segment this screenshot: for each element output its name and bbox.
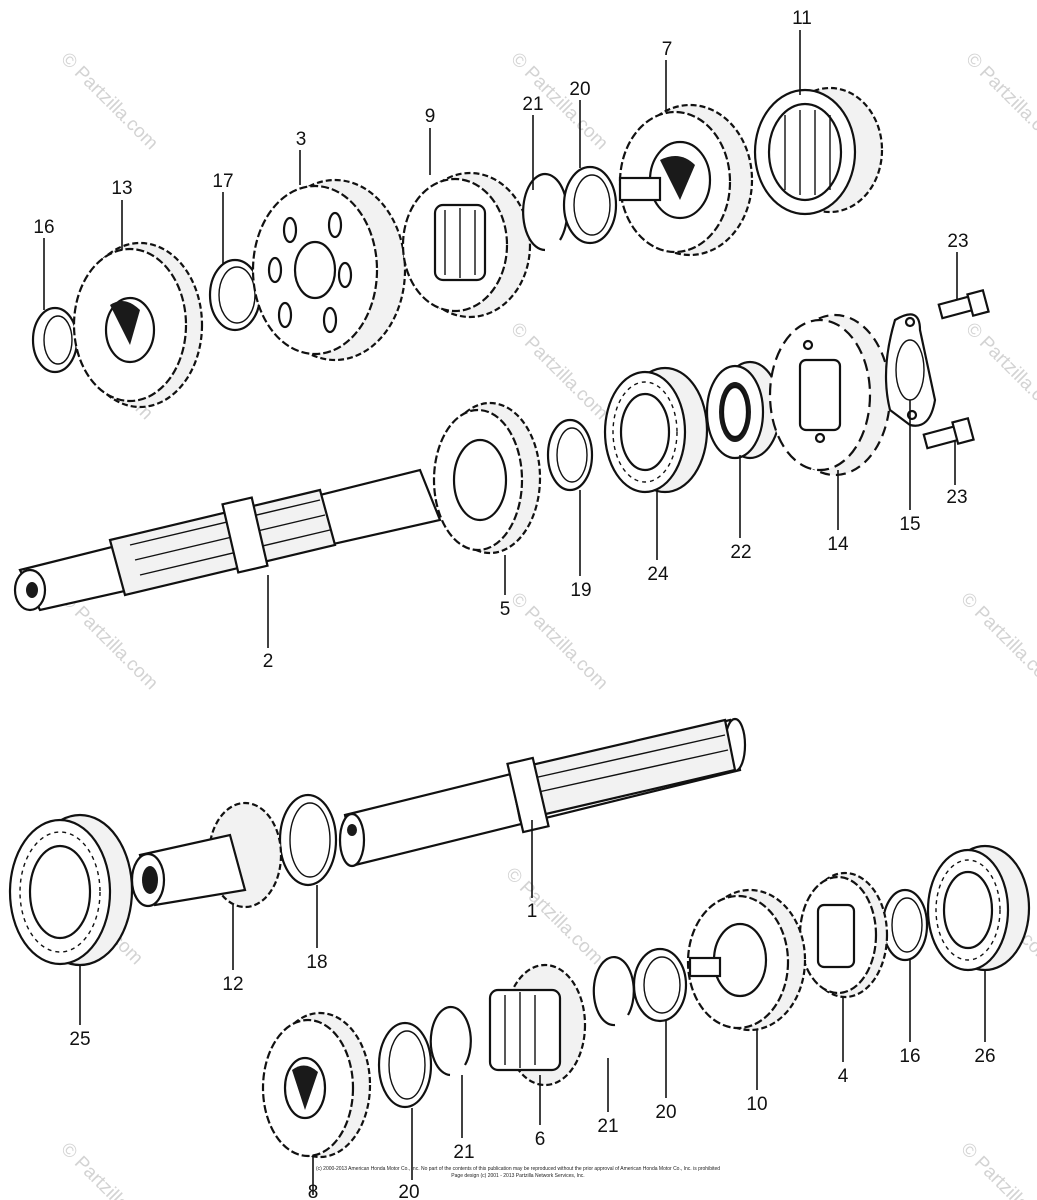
gear-4 bbox=[798, 871, 889, 999]
callout-label: 24 bbox=[647, 564, 669, 585]
callout-labels: 11 7 20 21 9 3 17 13 16 23 23 15 14 22 2… bbox=[33, 8, 995, 1200]
thrust-washer-18 bbox=[278, 793, 338, 887]
drive-sprocket-14 bbox=[768, 313, 892, 477]
callout-label: 17 bbox=[212, 171, 233, 192]
circlip-21-top bbox=[522, 172, 569, 252]
splined-washer-20-top bbox=[562, 165, 618, 245]
gear-10 bbox=[686, 888, 807, 1032]
callout-label: 23 bbox=[947, 231, 968, 252]
callout-label: 6 bbox=[535, 1129, 546, 1150]
bolt-23-lower bbox=[922, 416, 975, 450]
callout-label: 26 bbox=[974, 1046, 995, 1067]
callout-label: 22 bbox=[730, 542, 751, 563]
watermark: © Partzilla.com bbox=[961, 319, 1037, 424]
callout-label: 21 bbox=[597, 1116, 618, 1137]
callout-label: 14 bbox=[827, 534, 849, 555]
gear-13 bbox=[72, 241, 204, 409]
callout-label: 20 bbox=[398, 1182, 419, 1200]
watermark: © Partzilla.com bbox=[56, 49, 161, 154]
watermark: © Partzilla.com bbox=[956, 589, 1037, 694]
thrust-washer-16-bottom bbox=[881, 888, 929, 962]
splined-washer-20-bottom bbox=[377, 1021, 433, 1109]
copyright-notice: (c) 2000-2013 American Honda Motor Co., … bbox=[316, 1166, 720, 1179]
callout-label: 11 bbox=[792, 8, 812, 29]
callout-label: 19 bbox=[570, 580, 591, 601]
callout-label: 13 bbox=[111, 178, 132, 199]
gear-3 bbox=[251, 178, 407, 362]
bolt-23-upper bbox=[937, 288, 990, 320]
gear-5 bbox=[432, 401, 542, 555]
leader-lines bbox=[43, 30, 986, 1195]
callout-label: 25 bbox=[69, 1029, 90, 1050]
callout-label: 21 bbox=[522, 94, 543, 115]
callout-label: 5 bbox=[500, 599, 511, 620]
bearing-24 bbox=[603, 366, 709, 494]
callout-label: 3 bbox=[296, 129, 307, 150]
callout-label: 2 bbox=[263, 651, 274, 672]
callout-label: 16 bbox=[899, 1046, 920, 1067]
gear-6 bbox=[488, 963, 587, 1087]
callout-label: 21 bbox=[453, 1142, 474, 1163]
callout-label: 23 bbox=[946, 487, 967, 508]
washer-19 bbox=[546, 418, 594, 492]
callout-label: 4 bbox=[838, 1066, 849, 1087]
gear-11 bbox=[753, 86, 884, 216]
callout-label: 9 bbox=[425, 106, 436, 127]
gear-12 bbox=[130, 801, 283, 909]
callout-label: 7 bbox=[662, 39, 673, 60]
splined-washer-20-mid bbox=[632, 947, 688, 1023]
watermark: © Partzilla.com bbox=[501, 864, 606, 969]
thrust-washer-16-top bbox=[31, 306, 79, 374]
shaft-2 bbox=[13, 468, 442, 612]
gear-7 bbox=[618, 103, 754, 257]
circlip-21-bottom bbox=[429, 1005, 472, 1077]
gear-9 bbox=[401, 171, 532, 319]
gear-8 bbox=[261, 1011, 372, 1159]
watermark: © Partzilla.com bbox=[506, 589, 611, 694]
thrust-washer-17 bbox=[208, 258, 262, 332]
main-shaft-1 bbox=[338, 717, 747, 868]
countershaft-assembly bbox=[13, 86, 990, 612]
callout-label: 20 bbox=[569, 79, 590, 100]
watermark: © Partzilla.com bbox=[956, 1139, 1037, 1200]
watermark: © Partzilla.com bbox=[506, 319, 611, 424]
bearing-25 bbox=[8, 813, 134, 967]
mainshaft-assembly bbox=[8, 717, 1031, 1159]
copyright-line-1: (c) 2000-2013 American Honda Motor Co., … bbox=[316, 1166, 720, 1172]
watermark: © Partzilla.com bbox=[961, 49, 1037, 154]
copyright-line-2: Page design (c) 2001 - 2013 Partzilla Ne… bbox=[451, 1173, 584, 1179]
callout-label: 1 bbox=[527, 901, 538, 922]
callout-label: 15 bbox=[899, 514, 920, 535]
callout-label: 12 bbox=[222, 974, 243, 995]
callout-label: 10 bbox=[746, 1094, 767, 1115]
callout-label: 8 bbox=[308, 1182, 319, 1200]
circlip-21-mid bbox=[592, 956, 635, 1027]
watermark: © Partzilla.com bbox=[56, 589, 161, 694]
callout-label: 20 bbox=[655, 1102, 676, 1123]
callout-label: 16 bbox=[33, 217, 54, 238]
bearing-26 bbox=[926, 844, 1031, 972]
oil-seal-22 bbox=[705, 360, 782, 460]
watermark: © Partzilla.com bbox=[56, 1139, 161, 1200]
callout-label: 18 bbox=[306, 952, 327, 973]
